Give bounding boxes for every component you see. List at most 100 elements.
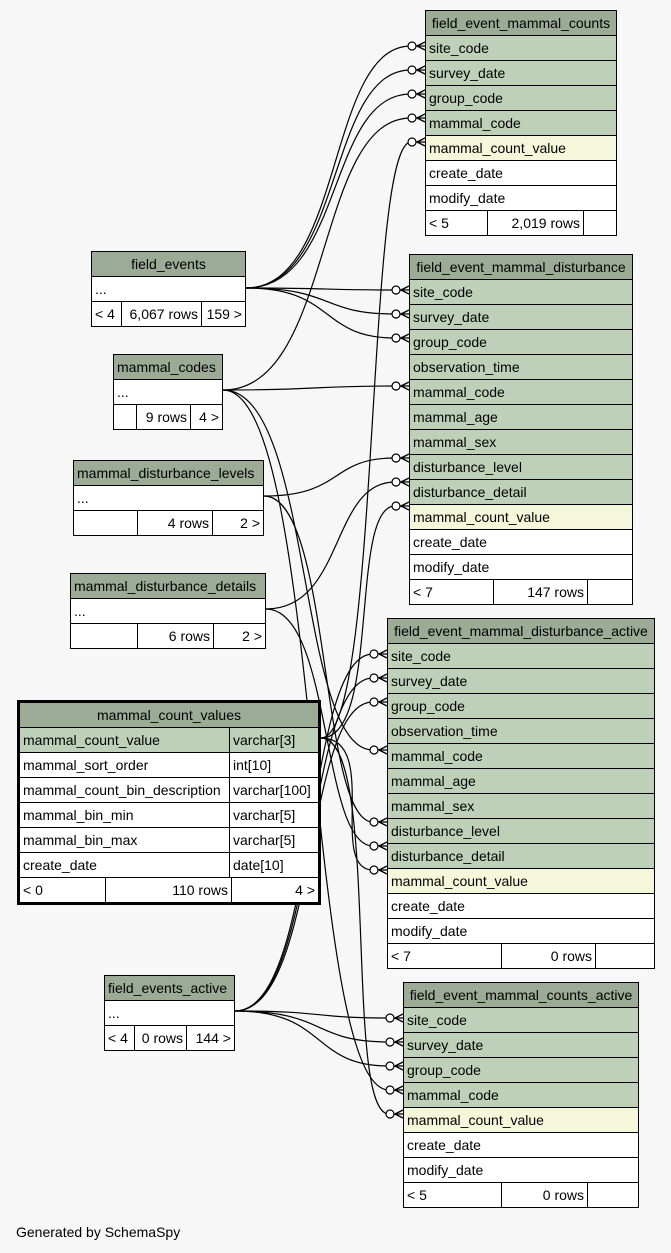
- table-title: field_event_mammal_disturbance_active: [388, 619, 654, 644]
- column-group-code: group_code: [426, 86, 616, 111]
- table-footer: < 4 0 rows 144 >: [105, 1026, 234, 1050]
- column-mammal-count-value: mammal_count_value: [410, 505, 632, 530]
- relationship-line: [265, 481, 409, 610]
- table-footer: < 0 110 rows 4 >: [20, 878, 318, 902]
- optional-circle-marker: [391, 501, 401, 511]
- optional-circle-marker: [391, 381, 401, 391]
- row-count: 6 rows: [138, 624, 214, 648]
- crows-foot-marker: [416, 113, 426, 123]
- parents-count: [71, 624, 138, 648]
- relationship-line: [245, 45, 425, 289]
- optional-circle-marker: [407, 137, 417, 147]
- column-mammal-code: mammal_code: [388, 744, 654, 769]
- row-count: 6,067 rows: [122, 302, 202, 326]
- table-mammal-disturbance-levels[interactable]: mammal_disturbance_levels ... 4 rows 2 >: [73, 460, 264, 536]
- table-field-event-mammal-counts-active[interactable]: field_event_mammal_counts_active site_co…: [403, 982, 639, 1208]
- crows-foot-marker: [378, 865, 388, 875]
- crows-foot-marker: [400, 309, 410, 319]
- column-ellipsis: ...: [114, 380, 222, 405]
- column-create-date: create_date: [388, 894, 654, 919]
- generated-by-label: Generated by SchemaSpy: [16, 1224, 181, 1240]
- table-field-event-mammal-disturbance[interactable]: field_event_mammal_disturbance site_code…: [409, 254, 633, 605]
- relationship-line: [320, 737, 403, 1115]
- relationship-line: [263, 495, 387, 823]
- optional-circle-marker: [385, 1013, 395, 1023]
- table-title: field_events_active: [105, 976, 234, 1001]
- column-mammal-age: mammal_age: [410, 405, 632, 430]
- crows-foot-marker: [378, 841, 388, 851]
- relationship-line: [263, 457, 409, 497]
- table-footer: < 5 0 rows: [404, 1183, 638, 1207]
- column-create-date: create_date: [404, 1133, 638, 1158]
- column-group-code: group_code: [388, 694, 654, 719]
- crows-foot-marker: [400, 453, 410, 463]
- row-count: 9 rows: [137, 405, 191, 429]
- relationship-line: [222, 117, 425, 391]
- column-disturbance-level: disturbance_level: [410, 455, 632, 480]
- optional-circle-marker: [391, 453, 401, 463]
- table-footer: 4 rows 2 >: [74, 511, 263, 535]
- optional-circle-marker: [385, 1109, 395, 1119]
- table-title: field_event_mammal_counts_active: [404, 983, 638, 1008]
- column-mammal-count-value: mammal_count_value: [404, 1108, 638, 1133]
- table-mammal-disturbance-details[interactable]: mammal_disturbance_details ... 6 rows 2 …: [70, 573, 266, 649]
- parents-count: < 5: [404, 1183, 502, 1207]
- optional-circle-marker: [369, 817, 379, 827]
- children-count: 144 >: [195, 1030, 231, 1046]
- column-create-date: create_date: [426, 161, 616, 186]
- crows-foot-marker: [394, 1109, 404, 1119]
- crows-foot-marker: [394, 1013, 404, 1023]
- optional-circle-marker: [369, 697, 379, 707]
- table-title: mammal_codes: [114, 355, 222, 380]
- table-field-events-active[interactable]: field_events_active ... < 4 0 rows 144 >: [104, 975, 235, 1051]
- column-group-code: group_code: [404, 1058, 638, 1083]
- relationship-line: [245, 69, 425, 289]
- table-field-events[interactable]: field_events ... < 4 6,067 rows 159 >: [91, 251, 246, 327]
- children-count: 159 >: [206, 306, 242, 322]
- crows-foot-marker: [400, 381, 410, 391]
- row-count: 0 rows: [135, 1026, 187, 1050]
- children-count: [588, 1183, 638, 1207]
- column-mammal-sex: mammal_sex: [388, 794, 654, 819]
- column-ellipsis: ...: [105, 1001, 234, 1026]
- row-count: 147 rows: [494, 580, 588, 604]
- crows-foot-marker: [400, 501, 410, 511]
- table-title: field_events: [92, 252, 245, 277]
- column-mammal-code: mammal_code: [426, 111, 616, 136]
- optional-circle-marker: [391, 285, 401, 295]
- optional-circle-marker: [369, 649, 379, 659]
- crows-foot-marker: [378, 649, 388, 659]
- relationship-line: [234, 1010, 403, 1043]
- column-disturbance-detail: disturbance_detail: [388, 844, 654, 869]
- table-footer: < 4 6,067 rows 159 >: [92, 302, 245, 326]
- optional-circle-marker: [385, 1037, 395, 1047]
- children-count: 2 >: [242, 628, 262, 644]
- column-survey-date: survey_date: [388, 669, 654, 694]
- column-disturbance-level: disturbance_level: [388, 819, 654, 844]
- column-mammal-sex: mammal_sex: [410, 430, 632, 455]
- table-footer: 9 rows 4 >: [114, 405, 222, 429]
- column-modify-date: modify_date: [388, 919, 654, 944]
- table-field-event-mammal-counts[interactable]: field_event_mammal_counts site_code surv…: [425, 10, 617, 236]
- table-footer: < 5 2,019 rows: [426, 211, 616, 235]
- column-site-code: site_code: [404, 1008, 638, 1033]
- table-title: mammal_disturbance_details: [71, 574, 265, 599]
- column-site-code: site_code: [388, 644, 654, 669]
- table-mammal-codes[interactable]: mammal_codes ... 9 rows 4 >: [113, 354, 223, 430]
- column-mammal-count-value: mammal_count_value: [426, 136, 616, 161]
- crows-foot-marker: [378, 817, 388, 827]
- optional-circle-marker: [369, 673, 379, 683]
- crows-foot-marker: [400, 333, 410, 343]
- table-field-event-mammal-disturbance-active[interactable]: field_event_mammal_disturbance_active si…: [387, 618, 655, 969]
- column-modify-date: modify_date: [426, 186, 616, 211]
- optional-circle-marker: [385, 1085, 395, 1095]
- column-mammal-count-value: mammal_count_value: [388, 869, 654, 894]
- row-count: 110 rows: [106, 878, 232, 902]
- children-count: 4 >: [295, 882, 315, 898]
- parents-count: < 5: [426, 211, 488, 235]
- children-count: 4 >: [199, 409, 219, 425]
